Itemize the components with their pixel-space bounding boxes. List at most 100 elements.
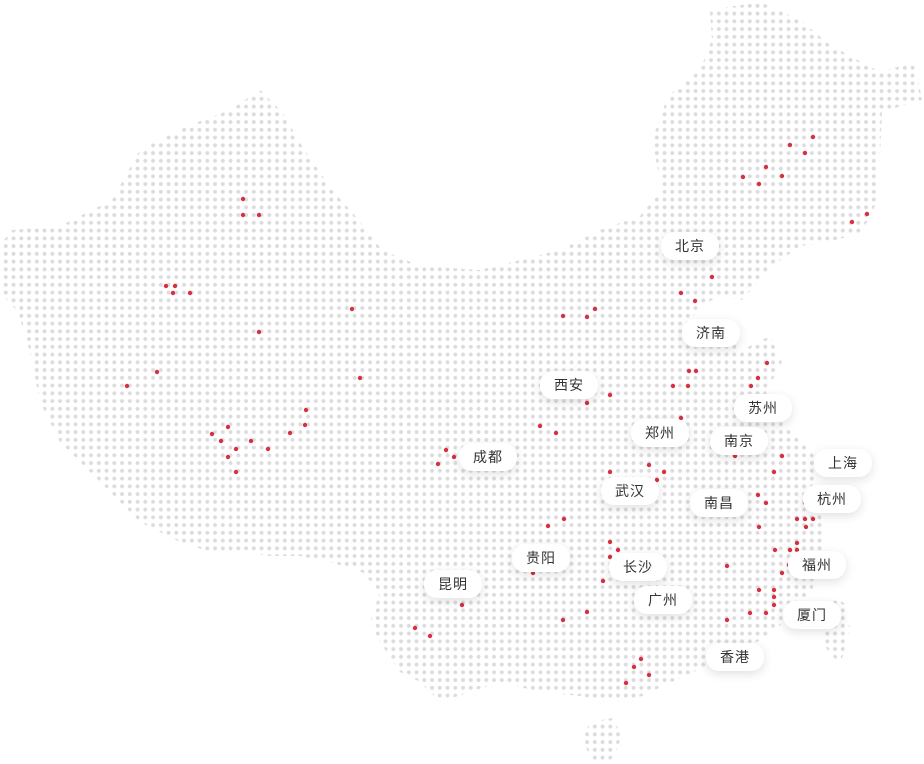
location-marker [615,547,621,553]
location-marker [607,539,613,545]
location-marker [772,547,778,553]
location-marker [755,492,761,498]
city-label[interactable]: 南昌 [690,489,748,517]
location-marker [646,462,652,468]
location-marker [302,422,308,428]
location-marker [787,547,793,553]
location-marker [240,196,246,202]
location-marker [709,274,715,280]
location-marker [864,211,870,217]
location-marker [779,453,785,459]
city-label[interactable]: 郑州 [631,419,689,447]
location-marker [724,617,730,623]
location-marker [225,454,231,460]
location-marker [810,134,816,140]
location-marker [592,306,598,312]
location-marker [787,142,793,148]
location-marker [124,383,130,389]
location-marker [692,298,698,304]
city-label[interactable]: 厦门 [783,601,841,629]
location-marker [233,469,239,475]
city-label[interactable]: 广州 [634,586,692,614]
location-marker [607,392,613,398]
location-marker [685,383,691,389]
location-marker [170,290,176,296]
location-marker [256,329,262,335]
location-marker [771,594,777,600]
city-label[interactable]: 成都 [459,443,517,471]
city-label[interactable]: 长沙 [609,553,667,581]
location-marker [240,212,246,218]
location-marker [740,174,746,180]
city-label[interactable]: 苏州 [734,394,792,422]
city-label[interactable]: 福州 [788,551,846,579]
location-marker [451,454,457,460]
location-marker [771,587,777,593]
location-marker [357,375,363,381]
city-label[interactable]: 武汉 [601,477,659,505]
location-marker [810,516,816,522]
location-marker [670,383,676,389]
location-marker [584,314,590,320]
location-marker [771,602,777,608]
location-marker [561,516,567,522]
location-marker [779,570,785,576]
location-marker [747,610,753,616]
location-marker [756,524,762,530]
location-marker [779,173,785,179]
location-marker [763,610,769,616]
location-marker [607,469,613,475]
location-marker [459,602,465,608]
city-label[interactable]: 香港 [706,643,764,671]
location-marker [803,524,809,530]
location-marker [545,523,551,529]
location-marker [256,212,262,218]
location-marker [412,625,418,631]
location-marker [686,368,692,374]
location-marker [265,446,271,452]
city-label[interactable]: 济南 [682,319,740,347]
location-marker [560,313,566,319]
location-marker [600,578,606,584]
city-label[interactable]: 杭州 [803,485,861,513]
location-marker [303,407,309,413]
location-marker [693,368,699,374]
location-marker [724,563,730,569]
city-label[interactable]: 西安 [540,371,598,399]
city-label[interactable]: 贵阳 [512,544,570,572]
location-marker [763,500,769,506]
location-marker [218,438,224,444]
location-marker [678,290,684,296]
location-marker [537,423,543,429]
city-label[interactable]: 上海 [814,449,872,477]
location-marker [154,369,160,375]
location-marker [233,446,239,452]
location-marker [763,164,769,170]
location-marker [794,516,800,522]
location-marker [755,375,761,381]
location-marker [560,617,566,623]
location-marker [287,430,293,436]
city-label[interactable]: 昆明 [424,570,482,598]
location-marker [584,609,590,615]
location-marker [802,516,808,522]
location-marker [756,181,762,187]
location-marker [764,360,770,366]
location-marker [748,383,754,389]
location-marker [661,469,667,475]
location-marker [849,219,855,225]
location-marker [794,540,800,546]
city-label[interactable]: 南京 [710,427,768,455]
location-marker [623,680,629,686]
location-marker [646,672,652,678]
location-marker [248,438,254,444]
location-marker [756,587,762,593]
location-marker [584,400,590,406]
location-marker [187,290,193,296]
location-marker [443,447,449,453]
location-marker [638,656,644,662]
location-markers [124,134,870,686]
location-marker [349,306,355,312]
city-label[interactable]: 北京 [661,232,719,260]
